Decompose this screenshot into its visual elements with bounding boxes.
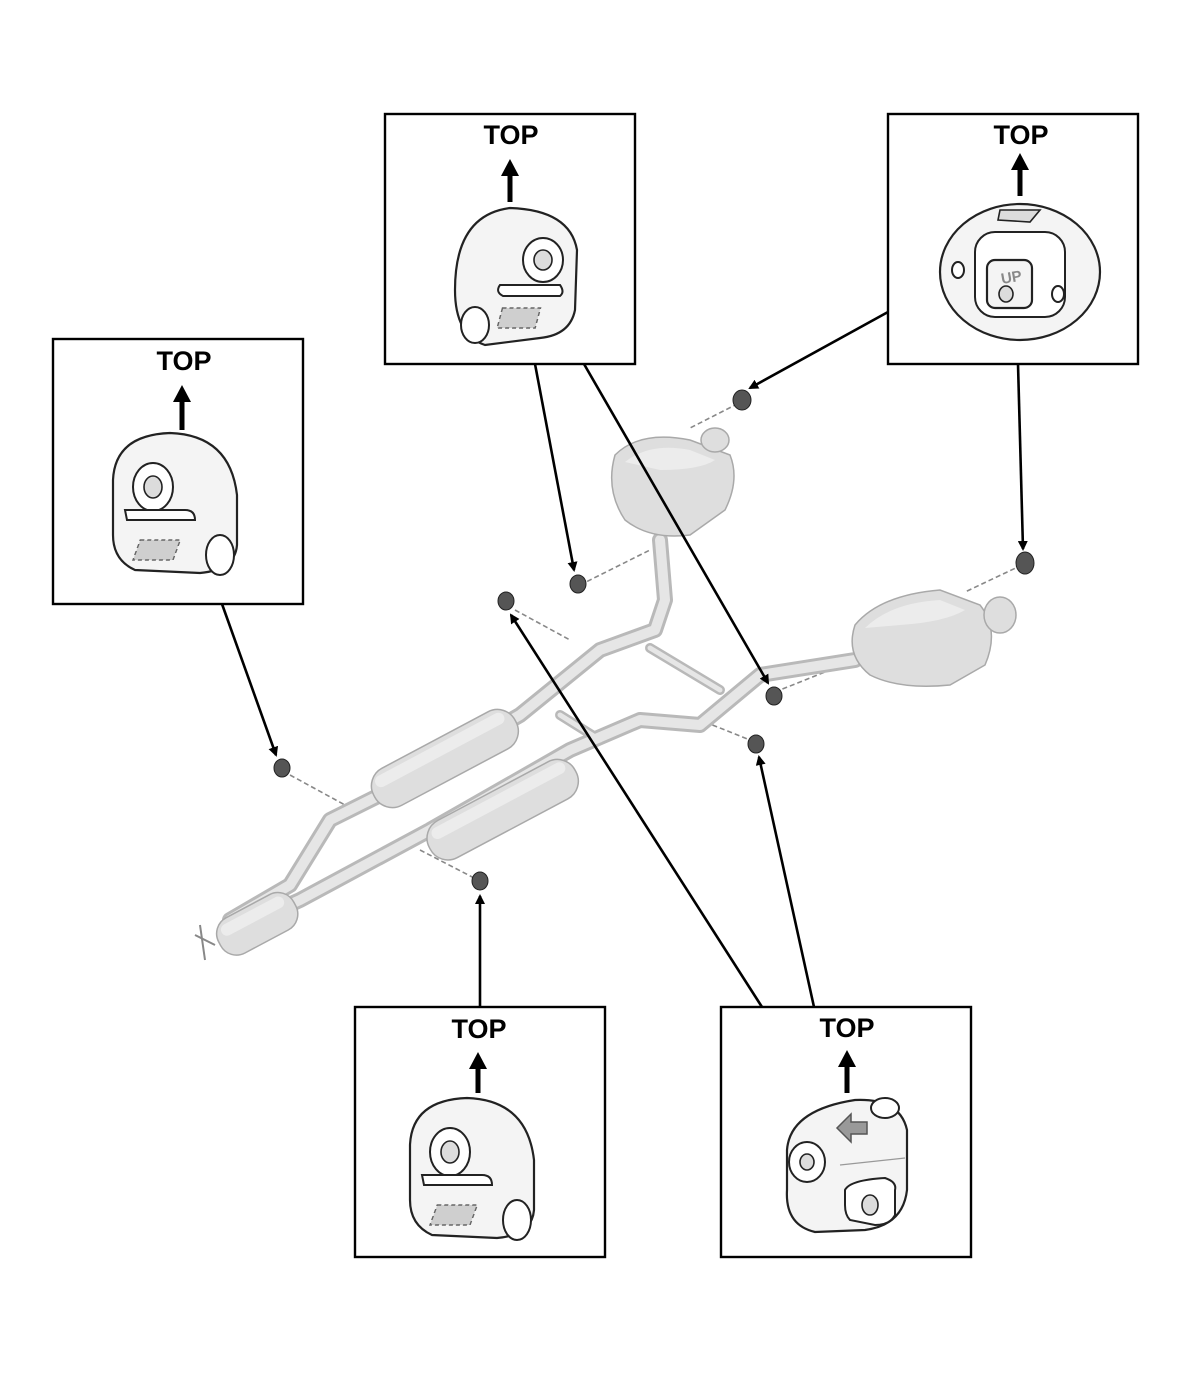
arrow-up-icon	[1011, 153, 1029, 196]
arrow-up-icon	[838, 1050, 856, 1093]
rubber-hanger-icon	[408, 1096, 536, 1241]
callout-upper-left: TOP	[51, 337, 305, 606]
rubber-hanger-icon	[453, 206, 579, 347]
top-label: TOP	[156, 346, 211, 376]
up-stamp: UP	[1000, 268, 1023, 288]
arrow-up-icon	[173, 385, 191, 430]
callout-bottom-right: TOP	[719, 1005, 973, 1259]
top-label: TOP	[819, 1013, 874, 1043]
top-label: TOP	[993, 120, 1048, 150]
callout-top-right: TOP UP	[886, 112, 1140, 366]
rubber-hanger-icon: UP	[938, 202, 1102, 342]
grommet-icon	[273, 389, 1035, 891]
callout-top-center: TOP	[383, 112, 637, 366]
callout-bottom-center: TOP	[353, 1005, 607, 1259]
rubber-hanger-icon	[785, 1097, 909, 1234]
top-label: TOP	[451, 1014, 506, 1044]
exhaust-system-icon	[194, 389, 1035, 961]
arrow-up-icon	[469, 1052, 487, 1093]
leader-lines	[220, 310, 1028, 1008]
arrow-up-icon	[501, 159, 519, 202]
rubber-hanger-icon	[111, 431, 239, 576]
top-label: TOP	[483, 120, 538, 150]
